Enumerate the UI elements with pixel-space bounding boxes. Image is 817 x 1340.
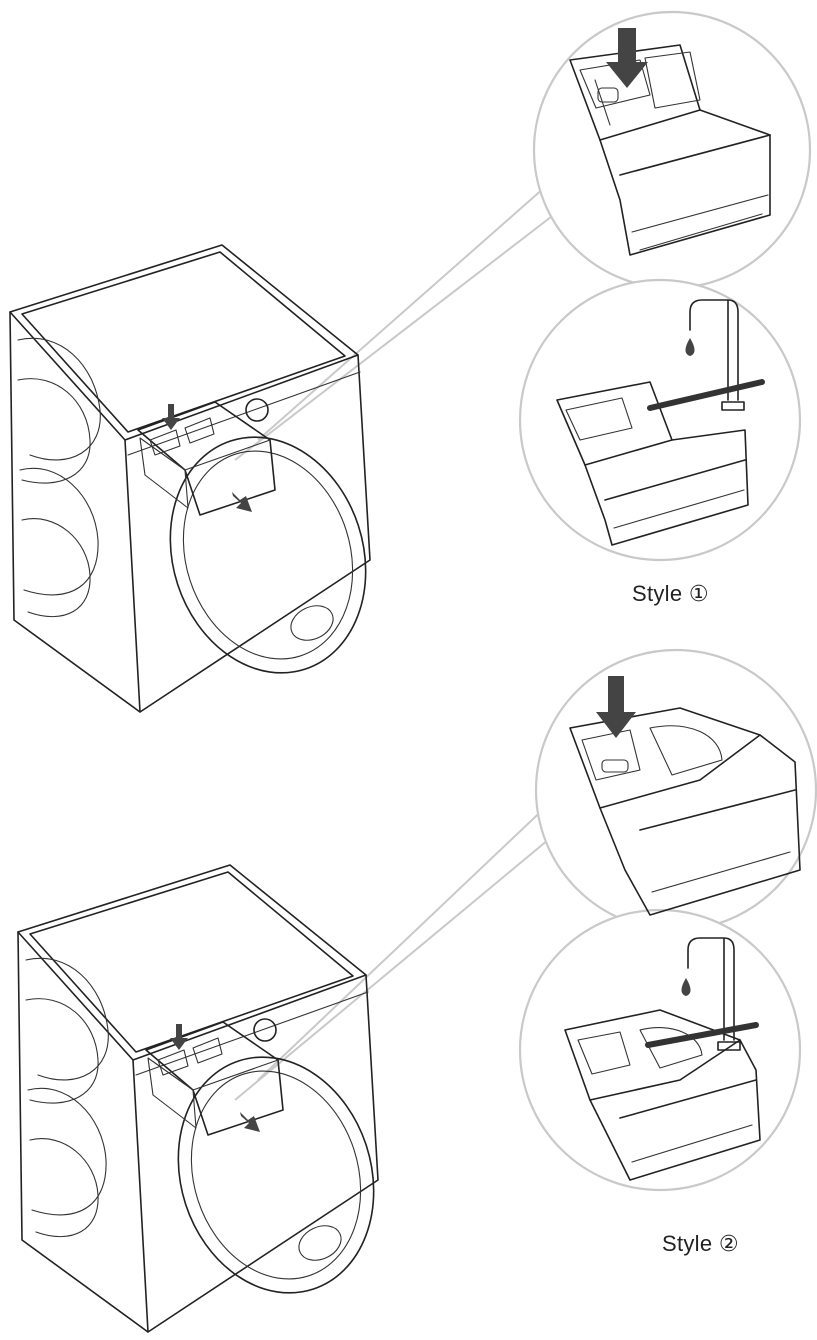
style-1-group xyxy=(9,10,812,713)
style-2-drawer-press-detail xyxy=(569,676,801,916)
style-2-group xyxy=(17,648,817,1333)
style-1-faucet-icon xyxy=(689,299,745,411)
style-1-leader-bottom xyxy=(234,209,561,461)
style-1-callout-press xyxy=(532,10,812,290)
style-1-drawer-press-detail xyxy=(569,28,771,256)
style-2-leader-bottom xyxy=(234,829,561,1101)
style-1-washing-machine xyxy=(9,244,397,713)
style-2-drawer-rinse-detail xyxy=(564,937,761,1181)
style-2-faucet-icon xyxy=(687,937,741,1051)
style-1-drawer-rinse-detail xyxy=(556,299,765,546)
style-2-caption: Style ② xyxy=(662,1231,739,1256)
style-1-caption: Style ① xyxy=(632,581,709,606)
style-1-press-arrow-icon xyxy=(606,28,648,88)
style-1-water-drop-icon xyxy=(685,338,695,356)
style-2-press-arrow-icon xyxy=(596,676,636,738)
style-2-leader-top xyxy=(257,799,554,1081)
style-2-water-drop-icon xyxy=(681,978,691,996)
style-2-callout-press xyxy=(534,648,817,932)
style-1-callout-rinse xyxy=(518,278,802,562)
style-1-brush-icon xyxy=(647,379,765,411)
style-2-callout-rinse xyxy=(518,908,802,1192)
style-1-leader-top xyxy=(257,179,554,441)
style-2-washing-machine xyxy=(17,864,405,1333)
style-2-brush-icon xyxy=(645,1022,759,1048)
